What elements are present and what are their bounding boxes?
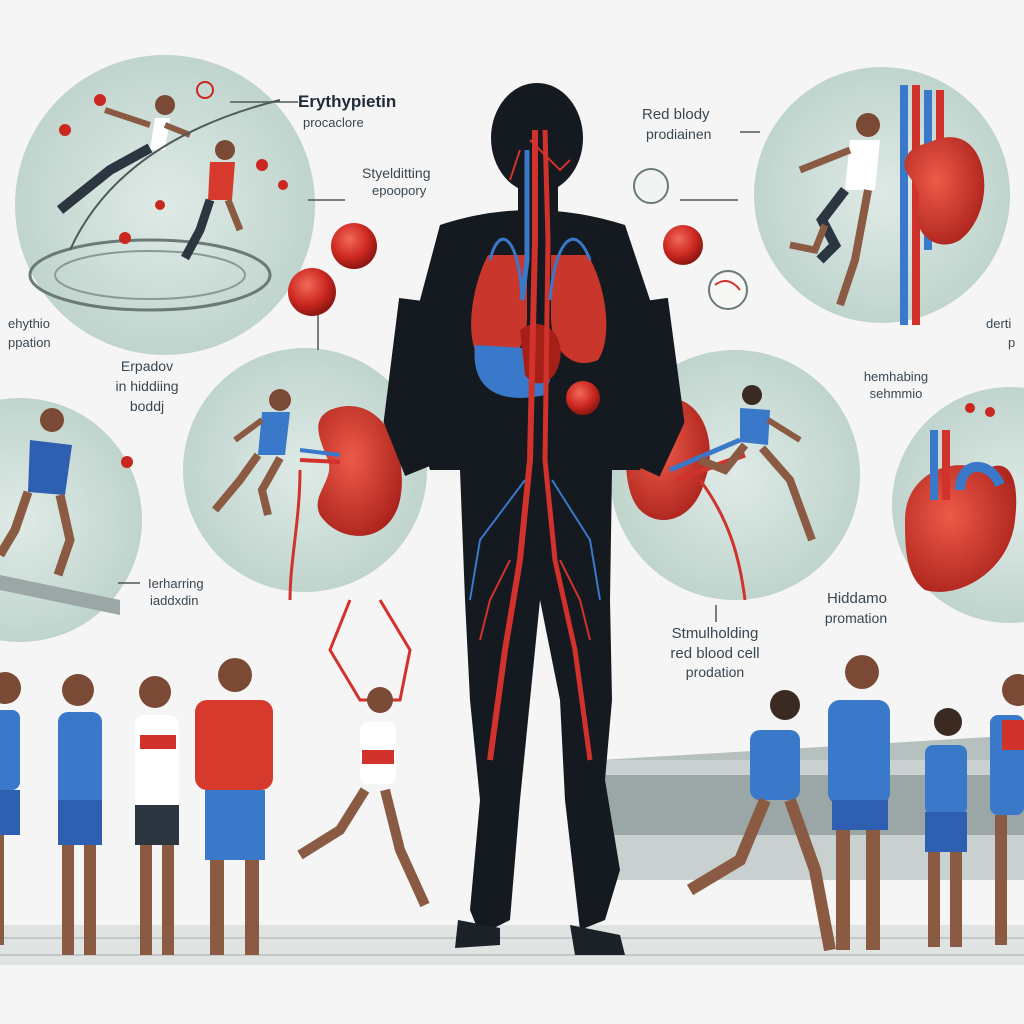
athletes-right bbox=[686, 655, 1024, 952]
label-left-edge-1: ehythio bbox=[8, 316, 50, 331]
kidney-icon bbox=[317, 406, 402, 536]
circle-left-edge bbox=[0, 398, 142, 642]
red-blood-cell-icon bbox=[331, 223, 377, 269]
label-bottom-right-2: promation bbox=[824, 610, 888, 626]
runner-icon bbox=[181, 140, 244, 261]
human-silhouette bbox=[383, 83, 685, 955]
label-center-bottom-3: prodation bbox=[685, 664, 745, 680]
runner-icon bbox=[297, 687, 430, 908]
label-bottom-left-2: iaddxdin bbox=[150, 593, 199, 608]
label-center-bottom-2: red blood cell bbox=[670, 645, 760, 662]
label-red-body: Red blody bbox=[642, 106, 710, 123]
athlete bbox=[925, 708, 967, 947]
runner-icon bbox=[686, 690, 836, 952]
label-stimulating-2: epoopory bbox=[372, 183, 427, 198]
runner-icon bbox=[698, 385, 816, 542]
label-center-bottom-1: Stmulholding bbox=[671, 625, 759, 642]
athlete bbox=[195, 658, 273, 955]
label-mid-right-1: hemhabing bbox=[863, 369, 929, 384]
white-cell-icon bbox=[633, 168, 669, 204]
red-blood-cell-icon bbox=[288, 268, 336, 316]
label-left-body-2: in hiddiing bbox=[115, 378, 179, 394]
circle-right-edge bbox=[892, 387, 1024, 623]
label-erythropoietin-sub: procaclore bbox=[303, 115, 364, 130]
athlete bbox=[828, 655, 890, 950]
label-erythropoietin-title: Erythypietin bbox=[298, 92, 397, 111]
red-blood-cell-icon bbox=[94, 94, 106, 106]
lungs-icon bbox=[471, 255, 527, 364]
runner-icon bbox=[0, 408, 75, 577]
circle-top-left bbox=[15, 55, 315, 355]
label-bottom-right-1: Hiddamo bbox=[826, 590, 888, 607]
runner-icon bbox=[211, 389, 291, 516]
label-stimulating: Styelditting bbox=[362, 165, 431, 181]
label-left-body-3: boddj bbox=[129, 398, 165, 414]
kidney-icon bbox=[904, 137, 985, 245]
circle-mid-left bbox=[183, 348, 427, 601]
ball-icon bbox=[708, 270, 748, 310]
runner-icon bbox=[789, 113, 880, 307]
label-mid-right-2: sehmmio bbox=[869, 386, 923, 401]
red-blood-cell-icon bbox=[663, 225, 703, 265]
circle-top-right bbox=[754, 67, 1010, 325]
label-right-edge-1: derti bbox=[986, 316, 1012, 331]
label-right-edge-2: p bbox=[1008, 335, 1016, 350]
athlete bbox=[135, 676, 179, 955]
label-left-body-1: Erpadov bbox=[120, 358, 174, 374]
athlete bbox=[990, 674, 1024, 945]
athletes-left bbox=[0, 658, 430, 955]
label-bottom-left-1: Ierharring bbox=[148, 576, 204, 591]
strap-icon bbox=[328, 599, 412, 702]
label-red-body-2: prodiainen bbox=[646, 126, 712, 142]
athlete bbox=[58, 674, 102, 955]
label-left-edge-2: ppation bbox=[8, 335, 51, 350]
athlete bbox=[0, 672, 21, 945]
red-blood-cells bbox=[288, 168, 748, 316]
